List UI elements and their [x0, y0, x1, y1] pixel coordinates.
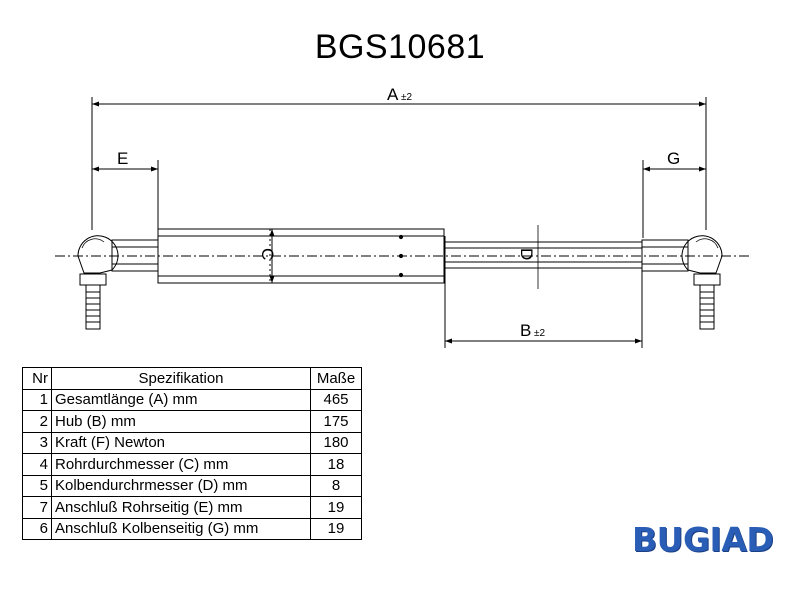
left-ball-joint [77, 235, 119, 274]
dimension-b-label: B [520, 321, 531, 340]
dimension-g-label: G [667, 149, 680, 168]
diameter-c-label: C [258, 248, 277, 260]
right-ball-joint [681, 235, 723, 274]
specification-table: Nr Spezifikation Maße 1 Gesamtlänge (A) … [22, 367, 362, 540]
column-header-spec: Spezifikation [51, 367, 311, 390]
row-value: 465 [310, 388, 362, 411]
row-spec: Kolbendurchrmesser (D) mm [51, 474, 311, 497]
row-nr: 3 [22, 431, 52, 454]
row-nr: 4 [22, 453, 52, 476]
row-spec: Rohrdurchmesser (C) mm [51, 453, 311, 476]
dimension-e-label: E [117, 149, 128, 168]
left-threaded-stud [79, 273, 107, 330]
column-header-value: Maße [310, 367, 362, 390]
part-number-title: BGS10681 [314, 28, 486, 66]
row-spec: Hub (B) mm [51, 410, 311, 433]
column-header-nr: Nr [22, 367, 52, 390]
table-row: 6 Anschluß Kolbenseitig (G) mm 19 [22, 517, 362, 540]
right-threaded-stud [693, 273, 721, 330]
row-value: 180 [310, 431, 362, 454]
row-value: 18 [310, 453, 362, 476]
piston-rod [443, 241, 643, 269]
table-row: 4 Rohrdurchmesser (C) mm 18 [22, 453, 362, 476]
row-nr: 2 [22, 410, 52, 433]
row-value: 19 [310, 496, 362, 519]
row-nr: 7 [22, 496, 52, 519]
dimension-a-tolerance: ±2 [401, 92, 412, 103]
left-end-fitting [111, 239, 159, 272]
table-row: 2 Hub (B) mm 175 [22, 410, 362, 433]
table-row: 3 Kraft (F) Newton 180 [22, 431, 362, 454]
table-header-row: Nr Spezifikation Maße [22, 367, 362, 390]
table-row: 1 Gesamtlänge (A) mm 465 [22, 388, 362, 411]
row-nr: 6 [22, 517, 52, 540]
row-value: 19 [310, 517, 362, 540]
row-spec: Anschluß Rohrseitig (E) mm [51, 496, 311, 519]
row-value: 8 [310, 474, 362, 497]
row-nr: 1 [22, 388, 52, 411]
row-spec: Anschluß Kolbenseitig (G) mm [51, 517, 311, 540]
bugiad-logo: BUGIAD [632, 520, 774, 559]
table-row: 7 Anschluß Rohrseitig (E) mm 19 [22, 496, 362, 519]
row-spec: Kraft (F) Newton [51, 431, 311, 454]
row-value: 175 [310, 410, 362, 433]
dimension-a-label: A [387, 85, 399, 104]
row-nr: 5 [22, 474, 52, 497]
row-spec: Gesamtlänge (A) mm [51, 388, 311, 411]
dimension-b-tolerance: ±2 [534, 328, 545, 339]
diameter-d-label: D [517, 248, 536, 260]
right-end-fitting [641, 239, 689, 272]
table-row: 5 Kolbendurchrmesser (D) mm 8 [22, 474, 362, 497]
